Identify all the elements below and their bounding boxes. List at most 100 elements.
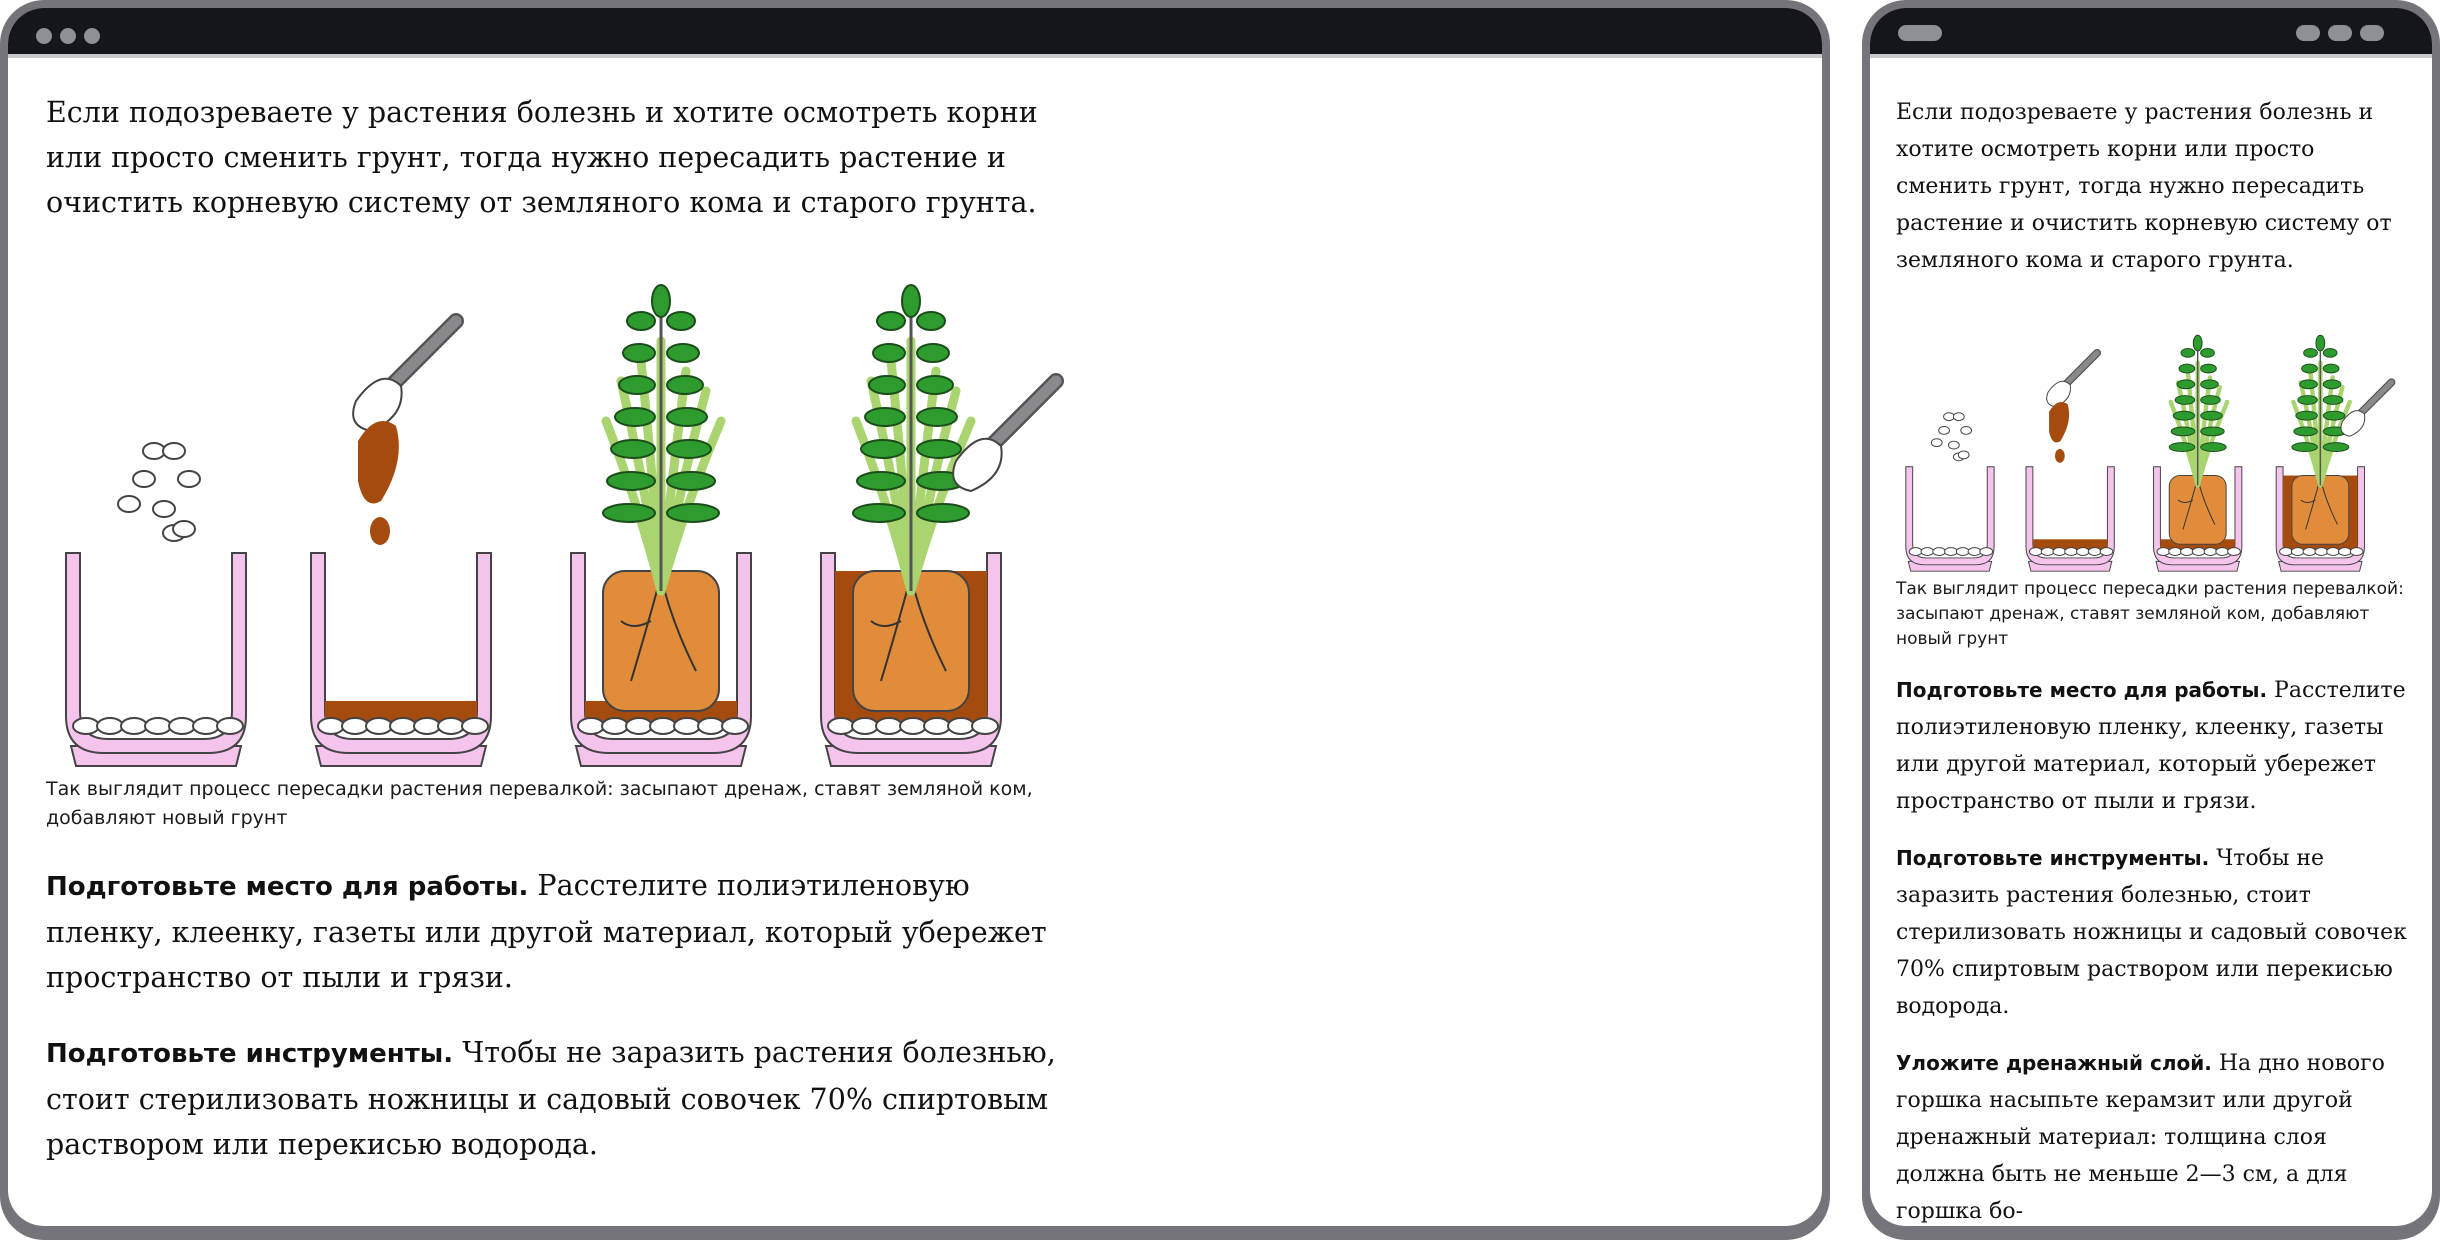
pebble — [1979, 547, 1994, 556]
pebble — [1944, 547, 1958, 556]
leaf — [916, 439, 962, 459]
pebble — [673, 717, 701, 735]
falling-pebble — [142, 442, 166, 460]
scoop-handle — [2060, 350, 2100, 390]
leaf — [2200, 379, 2219, 390]
window-dot-icon[interactable] — [60, 28, 76, 44]
desktop-article: Если подозреваете у растения болезнь и х… — [46, 90, 1086, 1167]
pebble — [341, 717, 369, 735]
pebble — [365, 717, 393, 735]
leaf — [2168, 442, 2196, 452]
leaf — [916, 375, 954, 395]
scoop-handle — [380, 315, 462, 397]
falling-pebble — [1948, 440, 1960, 450]
window-pill-icon[interactable] — [1898, 25, 1942, 41]
leaf — [916, 407, 958, 427]
leaf — [2322, 442, 2350, 452]
falling-soil — [2054, 449, 2065, 463]
step-text: Расстелите полиэтиленовую пленку, клеенк… — [46, 869, 1047, 994]
leaf — [916, 503, 970, 523]
leaf — [2178, 363, 2196, 374]
falling-pebble — [117, 495, 141, 513]
leaf — [666, 471, 716, 491]
falling-soil — [370, 517, 390, 545]
leaf — [2170, 426, 2196, 437]
step-title: Подготовьте инструменты. — [46, 1039, 454, 1069]
pebble — [649, 717, 677, 735]
pebble — [461, 717, 489, 735]
pebble — [168, 717, 196, 735]
falling-pebble — [1938, 425, 1950, 435]
pebble — [1908, 547, 1923, 556]
pebble — [1932, 547, 1947, 556]
scoop-handle — [2354, 379, 2395, 420]
mobile-viewport: Если подозреваете у растения болезнь и х… — [1870, 8, 2432, 1226]
leaf — [2293, 426, 2318, 437]
leaf — [2174, 395, 2196, 405]
leaf — [606, 471, 656, 491]
step-text: Расстелите полиэтиленовую пленку, клеенк… — [1896, 678, 2406, 814]
step-text: Чтобы не заразить растения болезнью, сто… — [46, 1036, 1056, 1161]
falling-soil — [2049, 401, 2070, 443]
leaf — [666, 439, 712, 459]
pebble — [2290, 547, 2305, 556]
pebble — [2168, 547, 2182, 556]
pebble — [2052, 547, 2067, 556]
leaf — [2322, 410, 2346, 421]
leaf — [2299, 379, 2318, 390]
pebble — [851, 717, 879, 735]
leaf — [626, 311, 656, 331]
leaf — [666, 343, 700, 363]
leaf — [2291, 442, 2318, 452]
leaf — [651, 284, 671, 318]
leaf — [2192, 334, 2203, 352]
pebble — [2349, 547, 2364, 556]
pebble — [625, 717, 653, 735]
leaf — [2315, 334, 2326, 352]
step-paragraph: Подготовьте место для работы. Расстелите… — [1896, 672, 2416, 820]
pebble — [2064, 547, 2078, 556]
leaf — [666, 407, 708, 427]
step-paragraph: Уложите дренажный слой. На дно нового го… — [1896, 1045, 2416, 1226]
mobile-titlebar — [1870, 8, 2432, 58]
mobile-article: Если подозреваете у растения болезнь и х… — [1896, 94, 2416, 1226]
leaf — [876, 311, 906, 331]
window-pill-icon[interactable] — [2328, 25, 2352, 41]
falling-pebble — [1943, 412, 1955, 422]
leaf — [2200, 410, 2223, 421]
window-pill-icon[interactable] — [2360, 25, 2384, 41]
leaf — [901, 284, 921, 318]
window-dot-icon[interactable] — [84, 28, 100, 44]
leaf — [2176, 379, 2196, 390]
falling-pebble — [177, 470, 201, 488]
falling-pebble — [1952, 412, 1965, 422]
leaf — [872, 343, 906, 363]
falling-pebble — [1930, 438, 1943, 448]
leaf — [2295, 410, 2318, 421]
leaf — [2322, 379, 2342, 390]
pots-group — [65, 284, 1064, 767]
pebble — [2087, 547, 2102, 556]
leaf — [610, 439, 656, 459]
leaf — [602, 503, 656, 523]
pebble — [389, 717, 417, 735]
illustration-caption: Так выглядит процесс пересадки растения … — [1896, 579, 2404, 649]
leaf — [666, 311, 696, 331]
leaf — [2200, 442, 2227, 452]
leaf — [916, 343, 950, 363]
pebble — [601, 717, 629, 735]
falling-pebble — [132, 470, 156, 488]
window-pill-icon[interactable] — [2296, 25, 2320, 41]
pebble — [2180, 547, 2194, 556]
pebble — [2203, 547, 2218, 556]
window-dot-icon[interactable] — [36, 28, 52, 44]
leaf — [860, 439, 906, 459]
leaf — [2200, 426, 2225, 437]
pebble — [2314, 547, 2329, 556]
leaf — [864, 407, 906, 427]
pebble — [192, 717, 220, 735]
transplant-illustration — [65, 284, 1064, 767]
pebble — [971, 717, 999, 735]
pebble — [827, 717, 855, 735]
leaf — [2180, 347, 2196, 358]
